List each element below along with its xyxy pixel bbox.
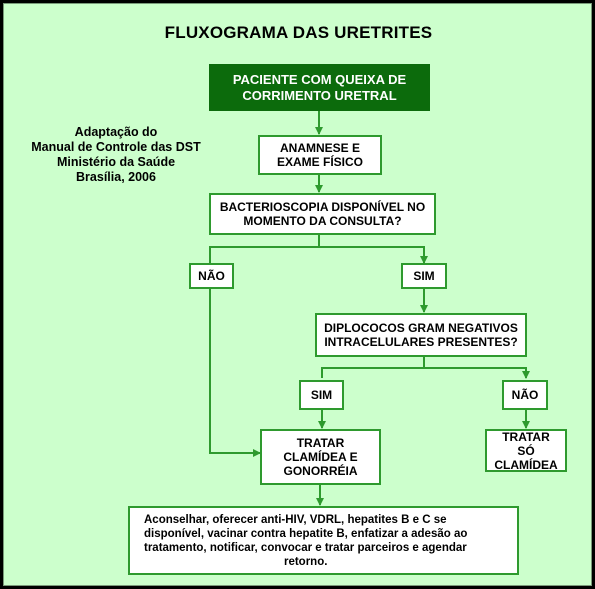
bacterioscopia-node: BACTERIOSCOPIA DISPONÍVEL NO MOMENTO DA …	[209, 193, 436, 235]
connector-diplococos-split	[321, 367, 530, 379]
tratar-clamidea-gonorreia-node: TRATAR CLAMÍDEA E GONORRÉIA	[260, 429, 381, 485]
bacterioscopia-line-2: MOMENTO DA CONSULTA?	[243, 214, 402, 228]
diplococos-line-1: DIPLOCOCOS GRAM NEGATIVOS	[324, 321, 518, 335]
anamnese-line-2: EXAME FÍSICO	[276, 155, 363, 169]
aconselhar-line-2: disponível, vacinar contra hepatite B, e…	[144, 527, 468, 540]
aconselhar-line-4: retorno.	[283, 555, 328, 568]
flowchart-title: FLUXOGRAMA DAS URETRITES	[164, 23, 433, 42]
diplococos-node: DIPLOCOCOS GRAM NEGATIVOS INTRACELULARES…	[315, 313, 527, 357]
connectors	[209, 111, 530, 506]
anamnese-node: ANAMNESE E EXAME FÍSICO	[258, 135, 382, 175]
source-line-2: Manual de Controle das DST	[31, 140, 201, 154]
source-note: Adaptação do Manual de Controle das DST …	[26, 125, 206, 185]
anamnese-line-1: ANAMNESE E	[279, 141, 360, 155]
bacterioscopia-line-1: BACTERIOSCOPIA DISPONÍVEL NO	[219, 200, 426, 214]
tratar-ambos-line-3: GONORRÉIA	[283, 464, 358, 478]
aconselhar-node: Aconselhar, oferecer anti-HIV, VDRL, hep…	[128, 506, 519, 575]
aconselhar-line-3: tratamento, notificar, convocar e tratar…	[144, 541, 467, 554]
sim-label-2: SIM	[299, 380, 344, 410]
start-node: PACIENTE COM QUEIXA DE CORRIMENTO URETRA…	[209, 64, 430, 111]
connector-bacterioscopia-split	[209, 246, 428, 264]
tratar-so-clamidea-node: TRATAR SÓ CLAMÍDEA	[485, 429, 567, 472]
sim-label-1: SIM	[401, 263, 447, 289]
flowchart-canvas: FLUXOGRAMA DAS URETRITES Adaptação do Ma…	[3, 3, 592, 586]
nao-label-2: NÃO	[502, 380, 548, 410]
nao-label-1: NÃO	[189, 263, 234, 289]
tratar-clamidea-line-1: TRATAR SÓ	[502, 429, 550, 458]
source-line-4: Brasília, 2006	[76, 170, 156, 184]
start-line-2: CORRIMENTO URETRAL	[242, 87, 397, 103]
source-line-3: Ministério da Saúde	[56, 155, 176, 169]
source-line-1: Adaptação do	[74, 125, 158, 139]
tratar-ambos-line-2: CLAMÍDEA E	[283, 450, 358, 464]
aconselhar-line-1: Aconselhar, oferecer anti-HIV, VDRL, hep…	[144, 513, 447, 526]
start-line-1: PACIENTE COM QUEIXA DE	[232, 71, 407, 87]
diplococos-line-2: INTRACELULARES PRESENTES?	[324, 335, 518, 349]
tratar-ambos-line-1: TRATAR	[296, 436, 345, 450]
arrow-nao1-to-tratar	[209, 289, 261, 457]
tratar-clamidea-line-2: CLAMÍDEA	[494, 457, 558, 472]
